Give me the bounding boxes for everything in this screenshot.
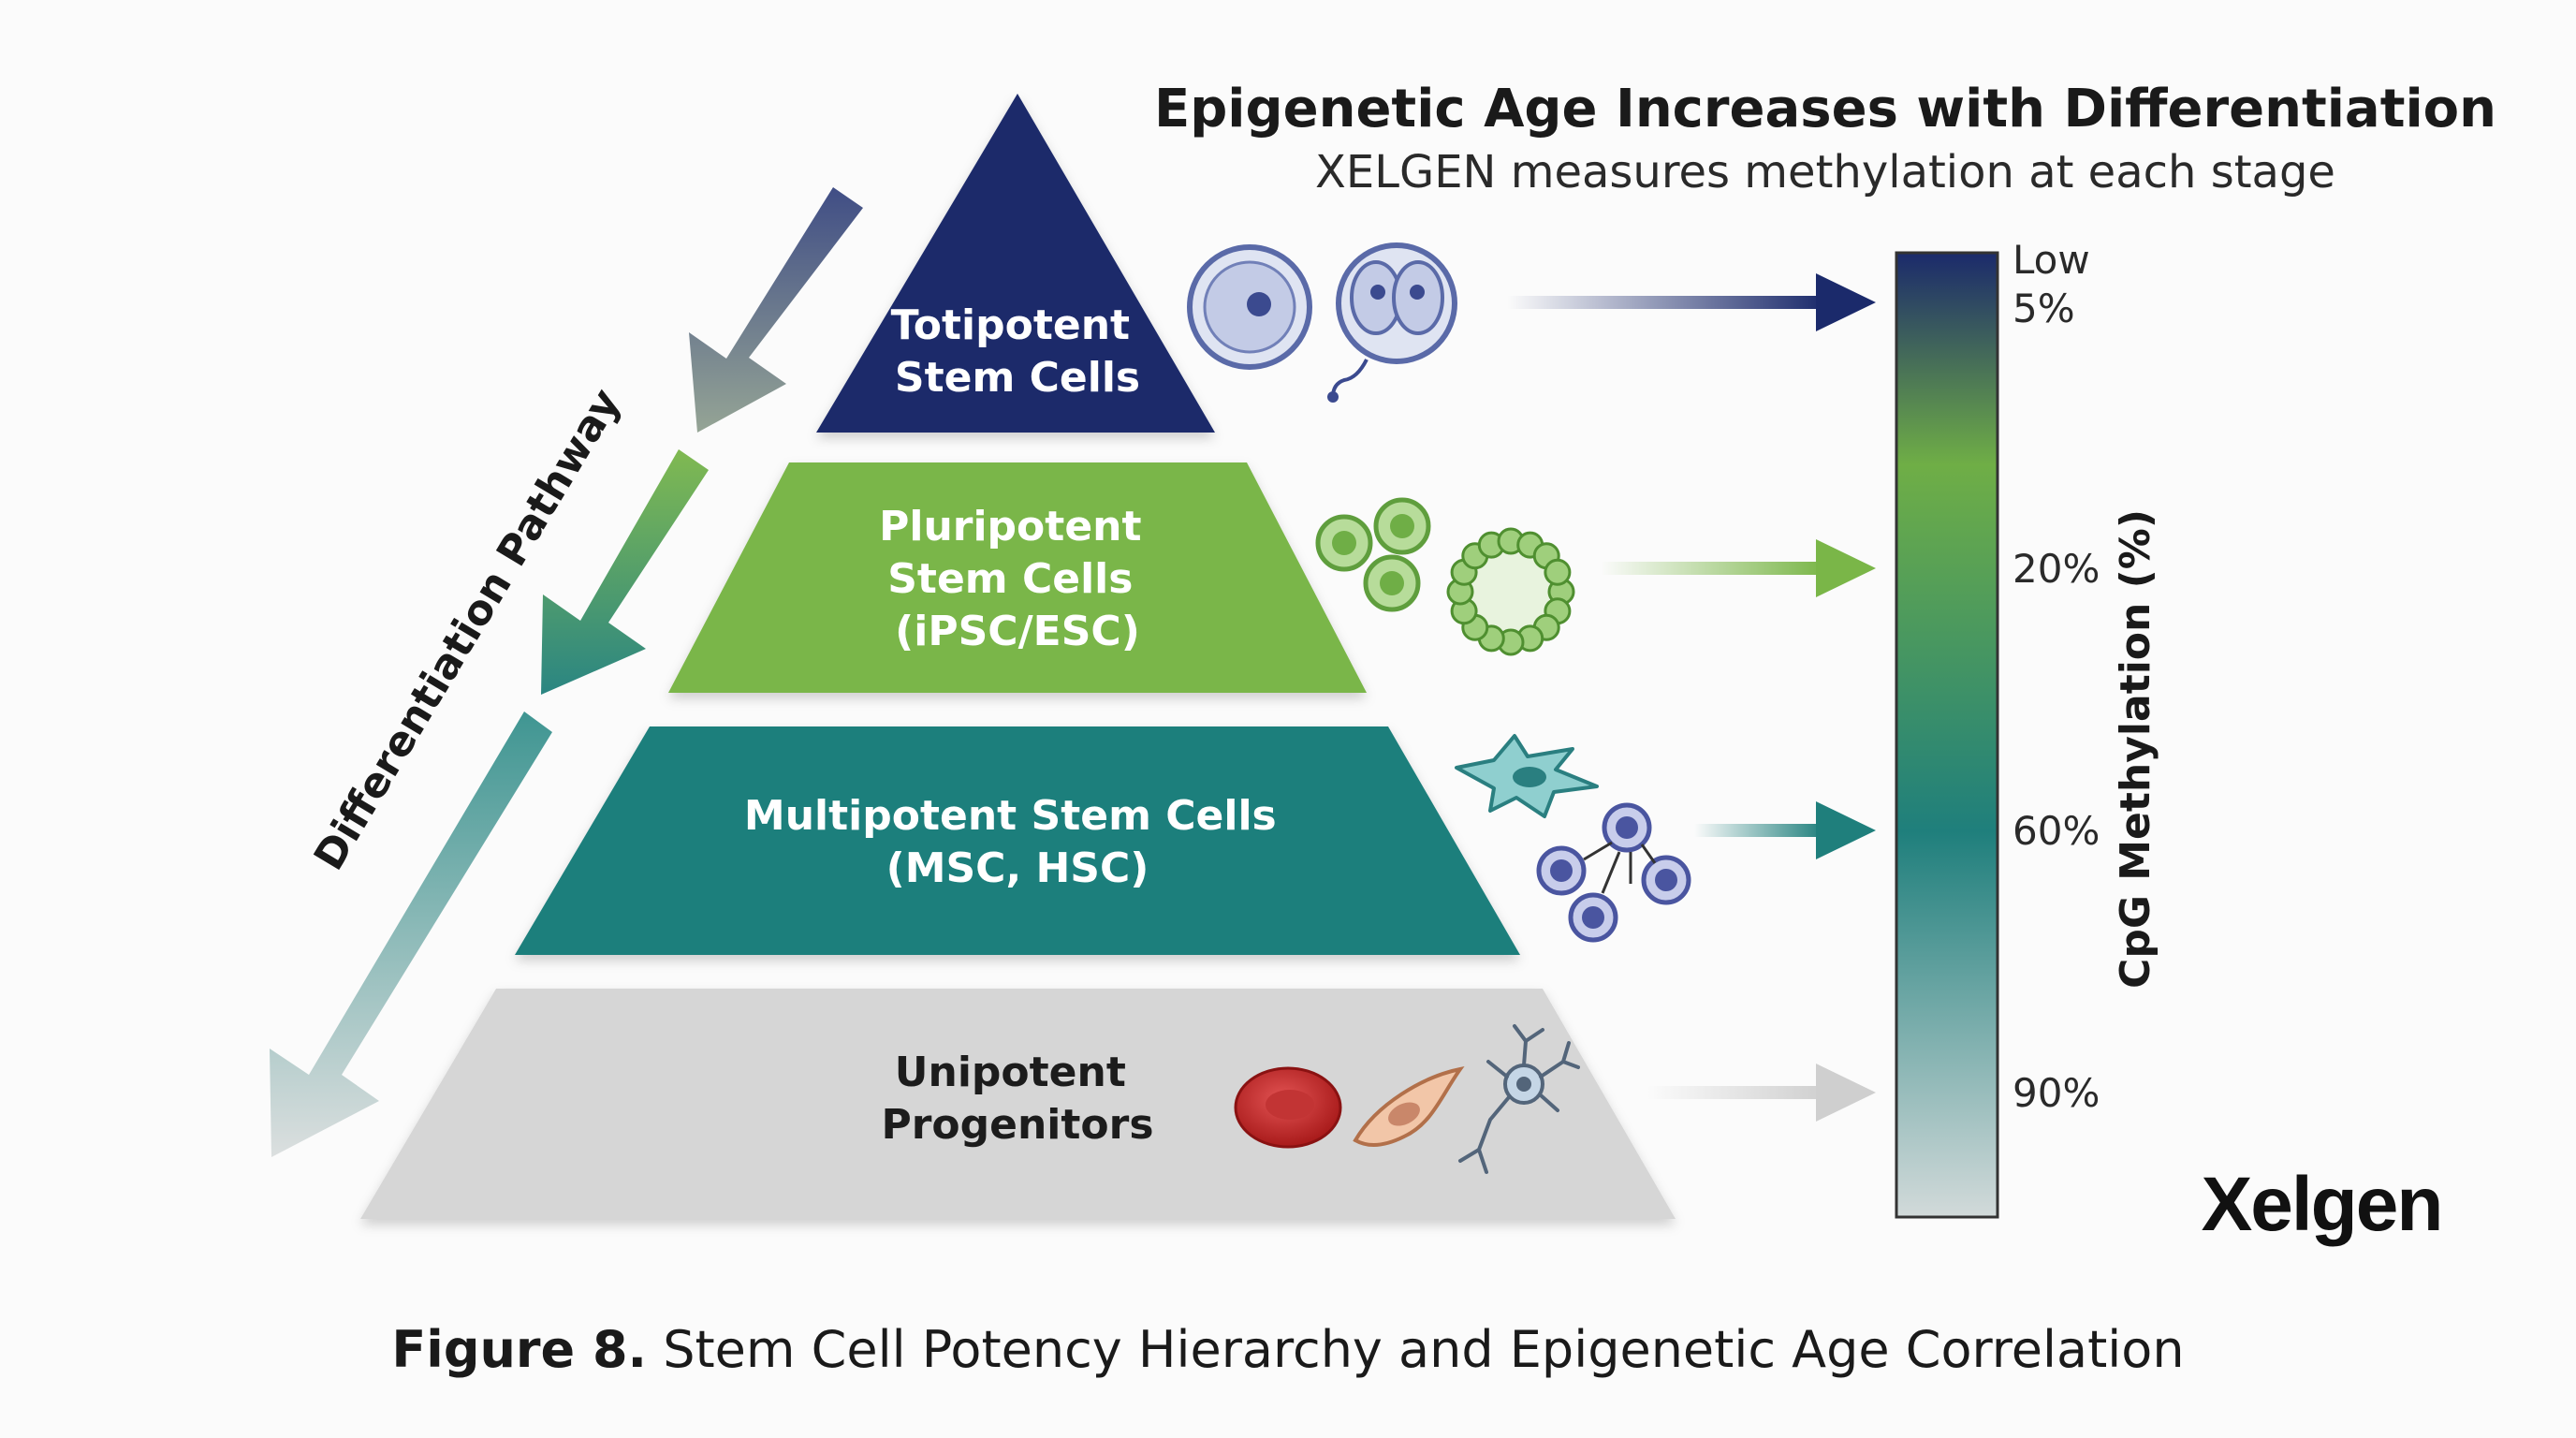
brand-logo: Xelgen (2201, 1162, 2444, 1247)
tier-pluripotent (668, 462, 1367, 693)
scale-tick-5: 5% (2012, 286, 2075, 331)
fibroblast-icon (1353, 1066, 1465, 1147)
flow-arrow-multipotent (1694, 801, 1876, 859)
red-blood-cell-icon (1234, 1066, 1342, 1149)
figure-title: Epigenetic Age Increases with Differenti… (1153, 79, 2497, 139)
tier-label-pluripotent: Pluripotent Stem Cells (iPSC/ESC) (879, 503, 1156, 655)
blastocyst-icon (1446, 527, 1575, 656)
tier-label-line: (iPSC/ESC) (895, 608, 1140, 655)
hematopoietic-lineage-icon (1536, 802, 1691, 943)
pathway-arrow-3 (270, 712, 552, 1157)
scale-tick-20: 20% (2012, 546, 2100, 592)
potency-pyramid (360, 94, 1676, 1219)
figure-subtitle: XELGEN measures methylation at each stag… (1315, 146, 2335, 198)
tier-label-totipotent: Totipotent Stem Cells (891, 301, 1145, 402)
scale-low-label: Low (2012, 237, 2090, 283)
scale-tick-90: 90% (2012, 1070, 2100, 1116)
pathway-arrow-1 (689, 187, 863, 433)
tier-label-multipotent: Multipotent Stem Cells (MSC, HSC) (744, 792, 1291, 892)
flow-arrow-unipotent (1647, 1064, 1876, 1122)
figure-caption: Figure 8. Stem Cell Potency Hierarchy an… (0, 1320, 2576, 1379)
tier-label-line: Progenitors (881, 1101, 1153, 1149)
scale-tick-60: 60% (2012, 808, 2100, 854)
scale-axis-label: CpG Methylation (%) (2112, 509, 2159, 989)
tier-unipotent (360, 989, 1676, 1219)
tier-label-line: (MSC, HSC) (886, 844, 1149, 892)
tier-label-line: Multipotent Stem Cells (744, 792, 1277, 840)
methylation-scale: Low 5% 20% 60% 90% CpG Methylation (%) (1895, 237, 2159, 1219)
pathway-arrow-2 (541, 449, 709, 695)
tier-label-line: Pluripotent (879, 503, 1141, 550)
tier-label-line: Stem Cells (895, 354, 1140, 402)
oocyte-icon (1187, 244, 1312, 370)
methylation-gradient-bar (1895, 251, 1999, 1219)
zygote-icon (1327, 242, 1457, 403)
pluripotent-cell-cluster-icon (1315, 497, 1431, 612)
neuron-icon (1458, 1024, 1580, 1174)
flow-arrow-totipotent (1507, 273, 1876, 331)
tier-label-line: Totipotent (891, 301, 1130, 349)
tier-label-line: Stem Cells (887, 555, 1133, 603)
caption-text: Stem Cell Potency Hierarchy and Epigenet… (647, 1320, 2185, 1379)
tier-totipotent (816, 94, 1215, 433)
flow-arrow-pluripotent (1601, 539, 1876, 597)
caption-label: Figure 8. (391, 1320, 648, 1379)
tier-label-line: Unipotent (895, 1049, 1126, 1096)
mesenchymal-cell-icon (1455, 734, 1599, 818)
tier-label-unipotent: Unipotent Progenitors (881, 1049, 1153, 1149)
tier-multipotent (515, 726, 1520, 955)
